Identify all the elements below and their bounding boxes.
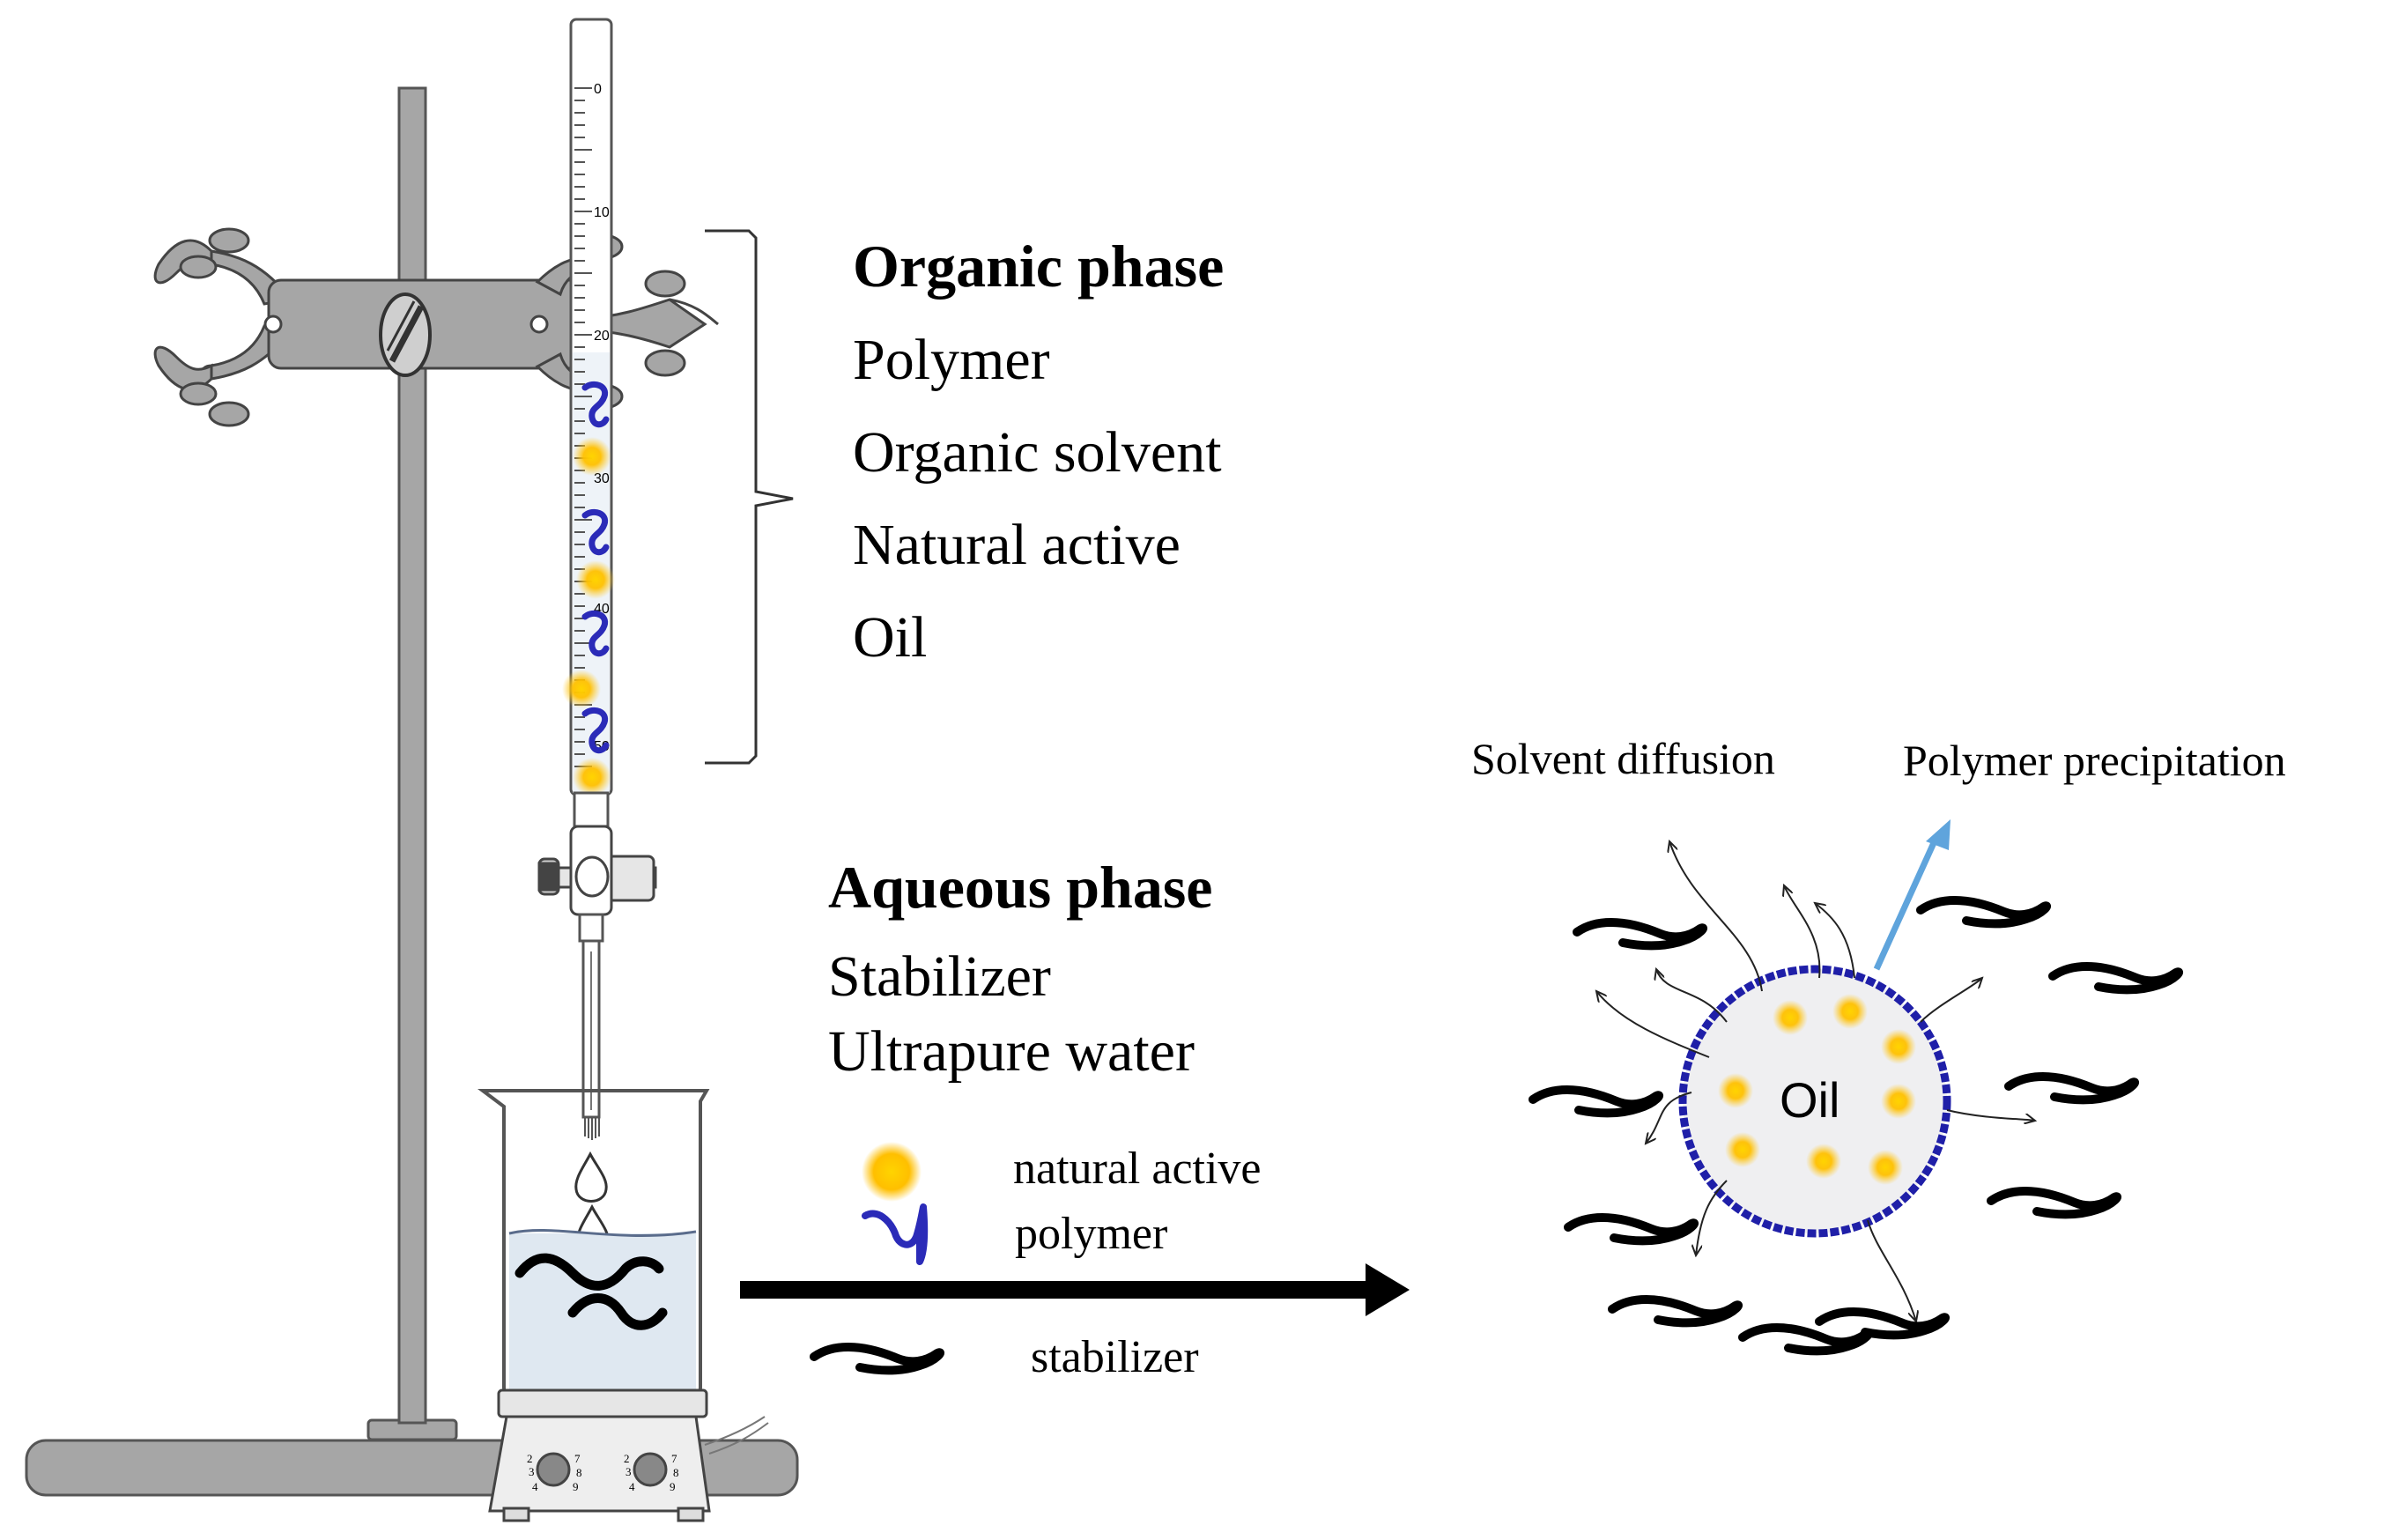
natural-active-droplet xyxy=(1832,994,1868,1029)
svg-text:2: 2 xyxy=(624,1452,630,1465)
stabilizer-chain xyxy=(2053,966,2179,990)
stabilizer-chain xyxy=(1612,1299,1738,1323)
stabilizer-chain xyxy=(567,1293,668,1330)
tip-drip-lines xyxy=(584,1117,600,1140)
process-arrow xyxy=(740,1263,1410,1316)
burette-clamp xyxy=(153,227,719,427)
aqueous-phase-item: Ultrapure water xyxy=(828,1019,1195,1084)
svg-text:3: 3 xyxy=(529,1465,535,1478)
legend-natural-active-label: natural active xyxy=(1013,1144,1262,1194)
legend-stabilizer-label: stabilizer xyxy=(1031,1332,1199,1382)
burette-lower-neck xyxy=(578,913,604,943)
natural-active-droplet xyxy=(576,560,615,599)
natural-active-droplet xyxy=(1718,1073,1753,1108)
nanoparticle: Oil xyxy=(1533,819,2179,1351)
svg-text:4: 4 xyxy=(532,1480,538,1493)
svg-text:9: 9 xyxy=(573,1480,579,1493)
svg-text:7: 7 xyxy=(574,1452,581,1465)
solvent-diffusion-arrows xyxy=(1596,841,2035,1322)
organic-phase-item: Oil xyxy=(853,605,927,670)
stabilizer-chain xyxy=(1921,900,2047,924)
organic-phase-item: Organic solvent xyxy=(853,420,1222,485)
burette-tick-label: 10 xyxy=(594,205,610,220)
svg-text:8: 8 xyxy=(673,1466,679,1479)
svg-text:9: 9 xyxy=(670,1480,676,1493)
burette-tick-label: 30 xyxy=(594,471,610,486)
aqueous-phase-item: Stabilizer xyxy=(828,944,1051,1009)
natural-active-droplet xyxy=(1806,1144,1841,1179)
organic-phase-bracket xyxy=(705,229,794,765)
legend-stabilizer-icon xyxy=(814,1347,940,1371)
legend-natural-active-icon xyxy=(862,1142,922,1202)
stabilizer-chain xyxy=(1819,1312,1945,1336)
burette: 0 10 20 30 40 50 xyxy=(537,18,657,1255)
polymer-precipitation-arrow xyxy=(1873,819,1951,971)
natural-active-droplet xyxy=(1881,1084,1916,1119)
natural-active-droplet xyxy=(1773,1000,1808,1035)
stabilizer-chain xyxy=(1577,922,1703,946)
oil-core-label: Oil xyxy=(1780,1072,1840,1128)
natural-active-droplet xyxy=(573,437,611,476)
organic-phase-item: Polymer xyxy=(853,328,1050,392)
stabilizer-chain xyxy=(1743,1328,1869,1351)
burette-tick-label: 20 xyxy=(594,329,610,344)
natural-active-droplet xyxy=(573,758,611,796)
burette-neck xyxy=(573,791,610,828)
stirrer-dial-marks: 234 789 234 789 xyxy=(527,1452,679,1493)
aqueous-phase-heading: Aqueous phase xyxy=(828,854,1213,921)
polymer-shell xyxy=(1678,965,1951,1238)
magnetic-stirrer xyxy=(488,1388,769,1522)
svg-text:2: 2 xyxy=(527,1452,533,1465)
organic-phase-item: Natural active xyxy=(853,513,1181,577)
stabilizer-chain xyxy=(1991,1191,2117,1215)
stabilizer-chain xyxy=(1568,1218,1694,1241)
burette-tick-label: 0 xyxy=(594,82,602,97)
legend-polymer-icon xyxy=(862,1203,929,1265)
legend-polymer-label: polymer xyxy=(1015,1209,1167,1259)
stabilizer-chain xyxy=(2009,1077,2135,1100)
svg-text:8: 8 xyxy=(576,1466,582,1479)
svg-text:7: 7 xyxy=(671,1452,677,1465)
stabilizer-chain xyxy=(1533,1090,1659,1114)
natural-active-droplet xyxy=(1868,1150,1903,1185)
stabilizer-chain xyxy=(514,1253,664,1291)
organic-phase-heading: Organic phase xyxy=(853,233,1224,300)
natural-active-droplet xyxy=(1881,1029,1916,1064)
svg-text:4: 4 xyxy=(629,1480,635,1493)
stopcock xyxy=(537,825,657,916)
svg-text:3: 3 xyxy=(626,1465,632,1478)
solvent-diffusion-label: Solvent diffusion xyxy=(1471,734,1775,783)
falling-droplet xyxy=(574,1151,608,1203)
polymer-precipitation-label: Polymer precipitation xyxy=(1903,736,2286,785)
natural-active-droplet xyxy=(562,670,601,708)
natural-active-droplet xyxy=(1725,1132,1760,1167)
